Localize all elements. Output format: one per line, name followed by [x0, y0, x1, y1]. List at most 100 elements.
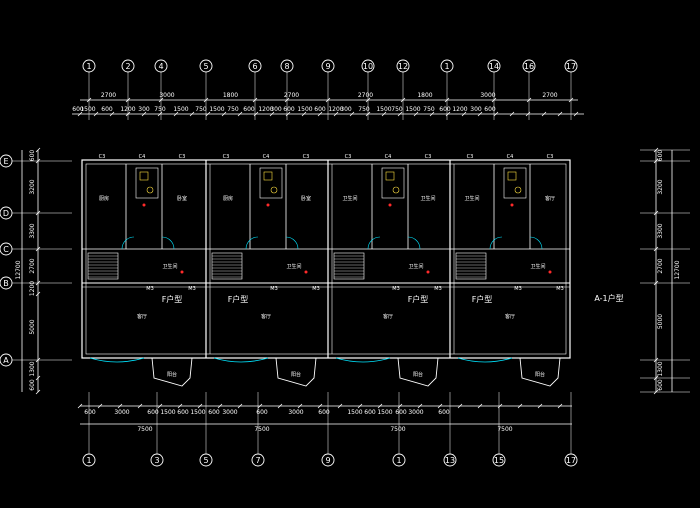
window-tag: C3: [99, 154, 106, 160]
room-label: 客厅: [505, 313, 515, 320]
room-label: 卧室: [301, 195, 311, 202]
left-dim-label: 600: [29, 150, 36, 162]
red-symbol-marker: [548, 270, 552, 274]
window-tag: C3: [345, 154, 352, 160]
door-swing-arc: [161, 236, 175, 250]
top-dim-tick-2: [525, 111, 531, 117]
room-label: 阳台: [413, 371, 423, 378]
right-dim-label: 5000: [657, 314, 664, 329]
door-tag: M3: [312, 286, 320, 292]
top-axis-bubble-label: 9: [325, 62, 330, 71]
red-symbol-marker: [388, 203, 392, 207]
top-dim-tick-2: [509, 111, 515, 117]
bottom-dim-row1-label: 3000: [408, 409, 423, 416]
top-axis-bubble-label: 8: [284, 62, 289, 71]
top-dim-row2-label: 750: [227, 106, 239, 113]
top-dim-tick-2: [477, 111, 483, 117]
top-dim-row2-label: 1500: [297, 106, 312, 113]
bath-room-outline: [135, 167, 159, 199]
right-dim-label: 3200: [657, 179, 664, 194]
window-tag: C4: [263, 154, 270, 160]
top-dim-tick-2: [189, 111, 195, 117]
left-axis-bubble-label: B: [3, 279, 9, 288]
unit-type-label: F户型: [162, 294, 183, 304]
balcony-bay-outline: [151, 357, 193, 387]
room-label: 厨房: [223, 195, 233, 202]
bottom-dim-tick: [177, 403, 183, 409]
bottom-dim-tick: [497, 403, 503, 409]
bottom-dim-row1-label: 600: [256, 409, 268, 416]
bottom-dim-row2-label: 7500: [254, 426, 269, 433]
bottom-axis-bubble-label: 1: [396, 456, 401, 465]
red-symbol-marker: [180, 270, 184, 274]
bottom-dim-row1-label: 3000: [222, 409, 237, 416]
plan-title-label: A-1户型: [594, 293, 623, 303]
top-dim-tick-2: [109, 111, 115, 117]
bath-room-outline: [381, 167, 405, 199]
top-dim-tick-2: [269, 111, 275, 117]
top-dim-row2-label: 750: [358, 106, 370, 113]
top-dim-row2-label: 1500: [209, 106, 224, 113]
bottom-axis-bubble-label: 9: [325, 456, 330, 465]
top-dim-tick-1: [491, 97, 497, 103]
bottom-axis-bubble-label: 17: [566, 456, 576, 465]
door-swing-arc: [367, 236, 381, 250]
left-dim-tick: [35, 147, 41, 153]
bottom-dim-tick: [217, 403, 223, 409]
top-dim-tick-1: [325, 97, 331, 103]
bottom-dim-tick: [517, 403, 523, 409]
bottom-dim-row2-label: 7500: [390, 426, 405, 433]
top-dim-tick-2: [317, 111, 323, 117]
door-tag: M3: [146, 286, 154, 292]
right-dim-total: 12700: [674, 260, 681, 279]
top-dim-tick-1: [568, 97, 574, 103]
top-dim-tick-2: [205, 111, 211, 117]
toilet-fixture: [263, 171, 273, 181]
top-axis-bubble-label: 14: [489, 62, 499, 71]
room-label: 客厅: [383, 313, 393, 320]
top-dim-tick-1: [86, 97, 92, 103]
top-dim-tick-2: [141, 111, 147, 117]
window-tag: C3: [223, 154, 230, 160]
bottom-dim-row2-label: 7500: [137, 426, 152, 433]
top-dim-row2-label: 750: [423, 106, 435, 113]
top-axis-bubble-label: 4: [158, 62, 163, 71]
top-dim-row1-label: 2700: [358, 92, 373, 99]
right-dim-label: 600: [657, 379, 664, 391]
bottom-axis-bubble-label: 13: [445, 456, 455, 465]
room-label: 客厅: [261, 313, 271, 320]
left-dim-label: 3300: [29, 223, 36, 238]
door-swing-arc: [121, 236, 135, 250]
right-dim-tick: [653, 389, 659, 395]
top-dim-tick-2: [157, 111, 163, 117]
right-dim-label: 2700: [657, 258, 664, 273]
bottom-dim-tick: [417, 403, 423, 409]
stair-outline: [455, 252, 487, 280]
top-dim-tick-1: [400, 97, 406, 103]
bottom-dim-tick: [397, 403, 403, 409]
room-label: 卫生间: [408, 263, 423, 270]
room-label: 卫生间: [162, 263, 177, 270]
top-axis-bubble-label: 1: [444, 62, 449, 71]
window-tag: C3: [425, 154, 432, 160]
right-dim-tick: [653, 280, 659, 286]
door-swing-arc: [285, 236, 299, 250]
room-label: 卧室: [177, 195, 187, 202]
top-dim-row1-label: 2700: [101, 92, 116, 99]
bottom-dim-tick: [97, 403, 103, 409]
front-window-arc: [89, 357, 145, 363]
front-window-arc: [457, 357, 513, 363]
top-dim-row2-label: 1500: [80, 106, 95, 113]
top-dim-tick-2: [445, 111, 451, 117]
bottom-dim-tick: [337, 403, 343, 409]
right-dim-tick: [653, 246, 659, 252]
bottom-dim-tick: [257, 403, 263, 409]
bottom-dim-row1-label: 3000: [114, 409, 129, 416]
top-dim-tick-2: [77, 111, 83, 117]
top-axis-bubble-label: 5: [203, 62, 208, 71]
left-dim-label: 2700: [29, 258, 36, 273]
bottom-dim-tick: [537, 403, 543, 409]
top-axis-bubble-label: 10: [363, 62, 373, 71]
top-dim-tick-1: [526, 97, 532, 103]
